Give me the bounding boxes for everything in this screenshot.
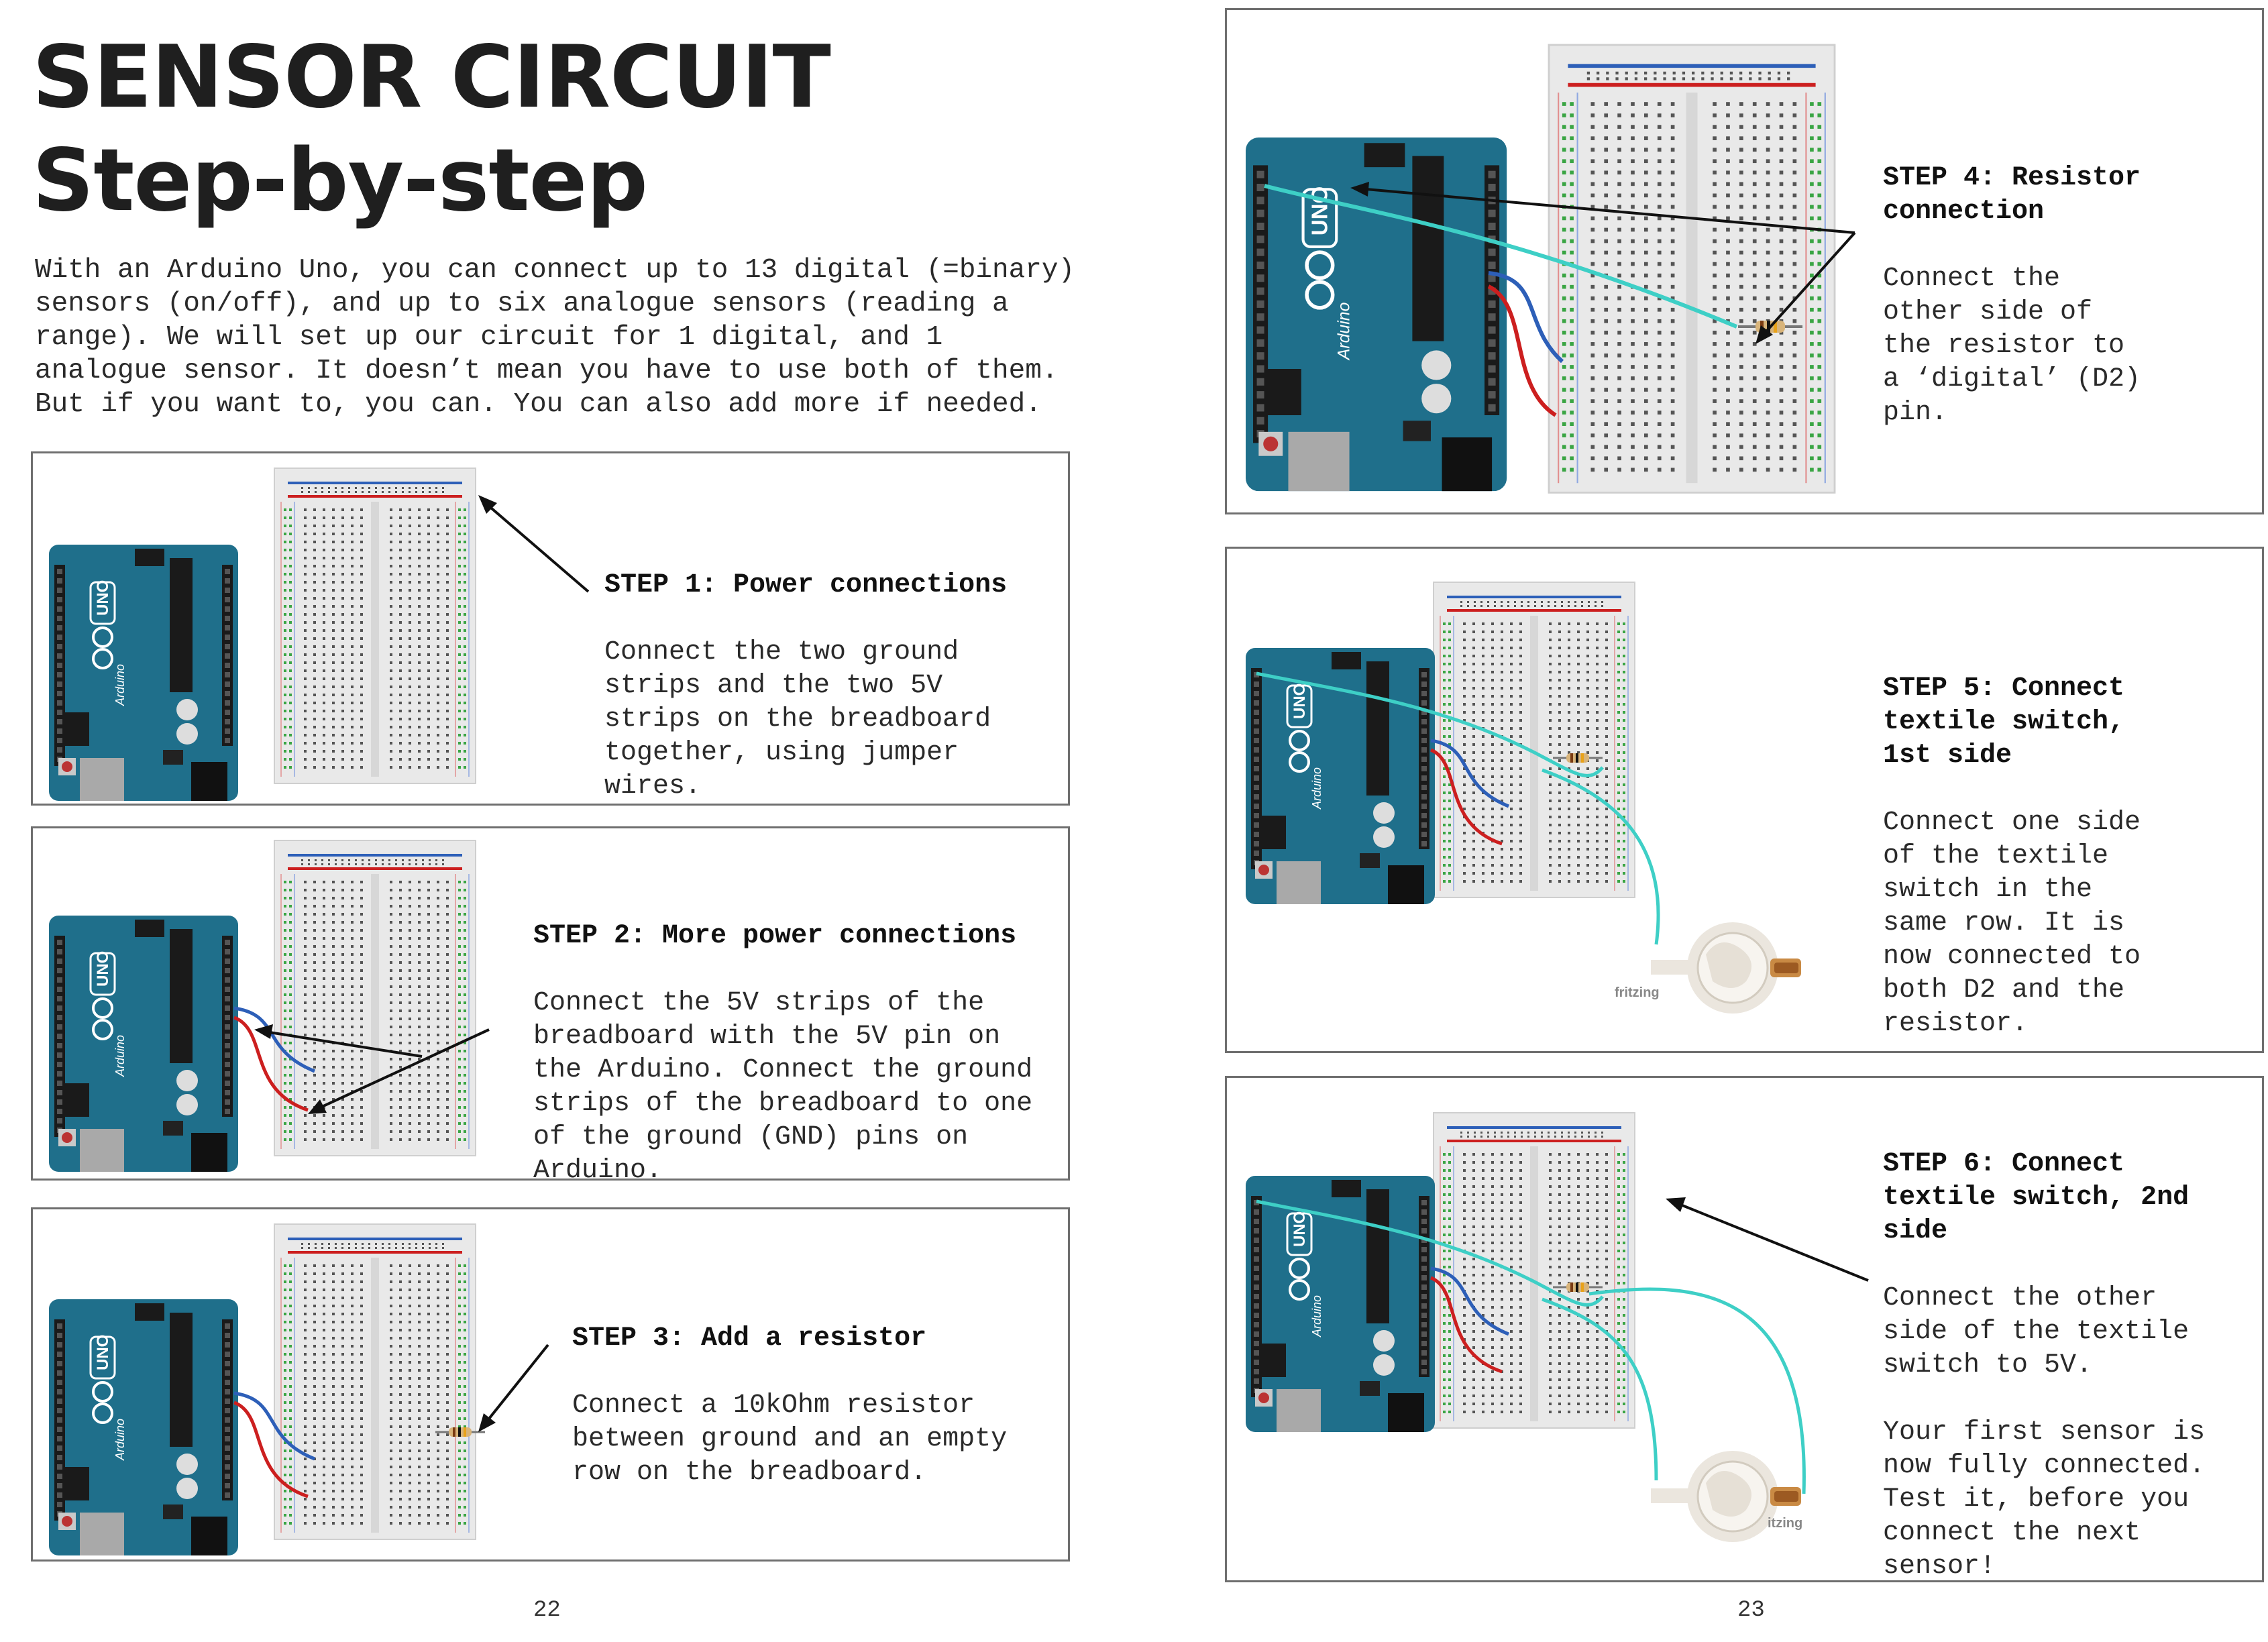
breadboard — [1433, 582, 1635, 898]
step-4-panel: UNO Arduino STEP 4: Resistor connection C… — [1225, 8, 2264, 514]
step-2-heading: STEP 2: More power connections — [533, 921, 1017, 951]
step-1-heading: STEP 1: Power connections — [604, 570, 1008, 600]
step-1-body: Connect the two ground strips and the tw… — [604, 637, 991, 802]
ground-wire — [1430, 738, 1509, 808]
step-1-text: STEP 1: Power connections Connect the tw… — [604, 535, 1007, 837]
ground-wire — [233, 1391, 315, 1461]
switch-wire-1 — [1542, 768, 1660, 945]
arduino-uno-board: UNO Arduino — [49, 545, 238, 801]
switch-wire-1 — [1542, 1297, 1658, 1481]
switch-wire-2 — [1588, 1287, 1806, 1494]
svg-text:UNO: UNO — [94, 1335, 112, 1370]
fritzing-watermark: fritzing — [1615, 985, 1660, 1000]
power-wire — [1487, 284, 1557, 417]
step-6-text: STEP 6: Connect textile switch, 2nd side… — [1883, 1114, 2205, 1617]
step-5-circuit-illustration: UNO Arduino fritzing — [1246, 582, 1801, 1014]
page-number-left: 22 — [533, 1598, 561, 1623]
svg-text:Arduino: Arduino — [1336, 302, 1354, 361]
step-4-heading: STEP 4: Resistor connection — [1883, 163, 2141, 227]
breadboard — [1433, 1112, 1635, 1429]
step-4-text: STEP 4: Resistor connection Connect the … — [1883, 128, 2141, 463]
arduino-uno-board: UNO Arduino — [1246, 648, 1435, 904]
intro-paragraph: With an Arduino Uno, you can connect up … — [35, 255, 1075, 420]
step-6-body: Connect the other side of the textile sw… — [1883, 1283, 2206, 1582]
power-wire — [1429, 1276, 1503, 1374]
step-2-text: STEP 2: More power connections Connect t… — [533, 886, 1032, 1221]
step-2-body: Connect the 5V strips of the breadboard … — [533, 988, 1033, 1186]
step-4-body: Connect the other side of the resistor t… — [1883, 264, 2141, 428]
svg-text:Arduino: Arduino — [113, 664, 127, 706]
breadboard — [1548, 44, 1836, 494]
step-6-circuit-illustration: UNO Arduino itzing — [1246, 1112, 1806, 1542]
svg-text:Arduino: Arduino — [113, 1035, 127, 1077]
title-line-2: Step-by-step — [32, 131, 648, 231]
step-3-text: STEP 3: Add a resistor Connect a 10kOhm … — [572, 1289, 1007, 1523]
step-3-heading: STEP 3: Add a resistor — [572, 1323, 927, 1354]
svg-text:Arduino: Arduino — [1310, 1295, 1324, 1337]
step-5-heading: STEP 5: Connect textile switch, 1st side — [1883, 673, 2125, 771]
svg-text:UNO: UNO — [1291, 1211, 1309, 1247]
signal-wire-d2 — [1256, 671, 1604, 777]
power-wire — [233, 1016, 309, 1112]
svg-text:UNO: UNO — [1291, 683, 1309, 719]
breadboard — [274, 1223, 476, 1540]
step-6-panel: UNO Arduino itzing — [1225, 1076, 2264, 1582]
step-2-panel: UNO Arduino STEP 2: More power connection… — [31, 826, 1070, 1186]
svg-text:Arduino: Arduino — [113, 1419, 127, 1461]
step-6-heading: STEP 6: Connect textile switch, 2nd side — [1883, 1149, 2190, 1246]
step-3-body: Connect a 10kOhm resistor between ground… — [572, 1390, 1008, 1488]
svg-text:UNO: UNO — [94, 951, 112, 987]
step-3-circuit-illustration: UNO Arduino — [49, 1223, 485, 1555]
svg-text:UNO: UNO — [94, 580, 112, 616]
fritzing-watermark: itzing — [1768, 1516, 1802, 1531]
textile-switch — [1651, 922, 1801, 1014]
title-line-1: SENSOR CIRCUIT — [32, 28, 831, 127]
ground-wire — [1488, 271, 1564, 364]
step-5-body: Connect one side of the textile switch i… — [1883, 808, 2141, 1039]
power-wire — [1429, 748, 1503, 846]
svg-text:UNO: UNO — [1307, 186, 1332, 236]
step-1-circuit-illustration: UNO Arduino — [49, 468, 476, 801]
svg-text:Arduino: Arduino — [1310, 767, 1324, 810]
arduino-uno-board: UNO Arduino — [49, 916, 238, 1172]
page-number-right: 23 — [1737, 1598, 1765, 1623]
resistor — [435, 1427, 485, 1437]
resistor — [1553, 753, 1603, 763]
step-1-panel: UNO Arduino STEP 1: Power connections Con… — [31, 451, 1070, 806]
step-3-panel: UNO Arduino STEP 3: Add a resistor Connec… — [31, 1207, 1070, 1562]
power-wire — [233, 1401, 309, 1498]
breadboard — [274, 468, 476, 784]
arduino-uno-board: UNO Arduino — [1246, 1176, 1435, 1432]
resistor — [1553, 1282, 1603, 1292]
step-5-text: STEP 5: Connect textile switch, 1st side… — [1883, 639, 2141, 1075]
signal-wire-d2 — [1256, 1199, 1604, 1307]
ground-wire — [1430, 1266, 1509, 1336]
arduino-uno-board: UNO Arduino — [49, 1299, 238, 1555]
textile-switch — [1651, 1451, 1801, 1542]
